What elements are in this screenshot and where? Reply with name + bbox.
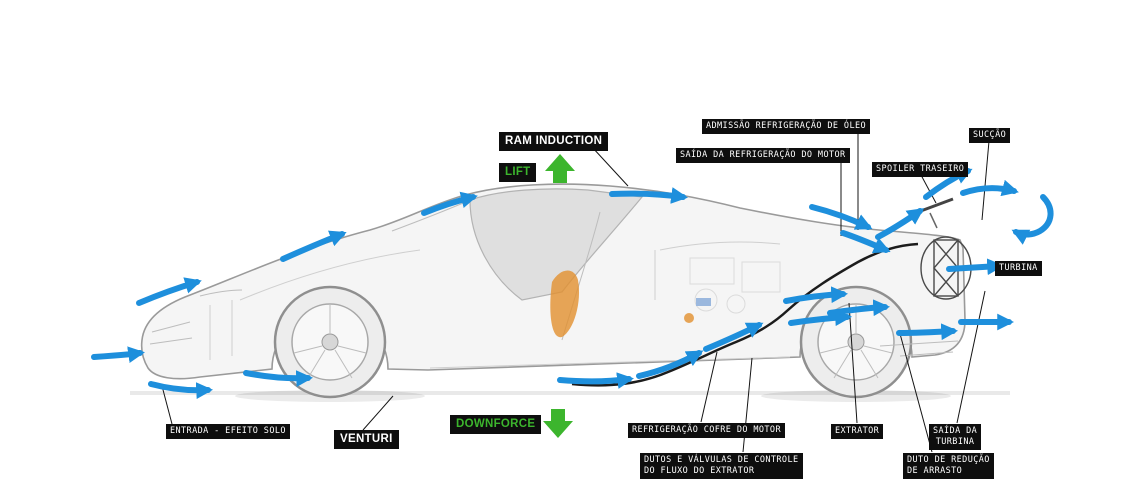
flow-arrow <box>946 258 1005 276</box>
flow-arrow <box>896 323 959 341</box>
flow-arrow <box>840 230 891 254</box>
label-turbina: TURBINA <box>995 261 1042 277</box>
rear-wheel <box>799 285 913 399</box>
downforce-arrow-icon <box>543 409 573 438</box>
label-succao: SUCÇÃO <box>969 128 1011 144</box>
leader-venturi <box>362 395 394 431</box>
leader-entrada <box>161 385 173 425</box>
rear-wheel-spokes <box>819 304 893 379</box>
flow-arrow <box>809 204 873 230</box>
leader-ram-induction <box>591 146 629 187</box>
flow-arrow <box>703 322 764 352</box>
seat-orange <box>550 270 580 338</box>
label-refrigeracao-cofre: REFRIGERAÇÃO COFRE DO MOTOR <box>628 423 785 439</box>
label-lift: LIFT <box>499 163 537 182</box>
pulley-sketch <box>694 288 718 312</box>
label-spoiler-traseiro: SPOILER TRASEIRO <box>872 162 969 178</box>
flow-arrow <box>91 346 145 363</box>
label-duto-reducao-arrasto: DUTO DE REDUÇÃO DE ARRASTO <box>903 453 994 480</box>
force-arrows <box>543 154 575 438</box>
engine-bay-lines <box>654 241 781 300</box>
label-extrator: EXTRATOR <box>831 424 884 440</box>
flow-arrow <box>788 309 853 327</box>
leader-duto-reducao <box>898 329 933 453</box>
pulley-sketch <box>726 294 746 314</box>
flow-arrow <box>243 370 314 387</box>
blue-engine-part <box>696 298 711 306</box>
label-entrada-efeito-solo: ENTRADA - EFEITO SOLO <box>166 424 290 440</box>
cockpit-details <box>550 270 694 338</box>
label-line: SAÍDA DA <box>933 426 978 436</box>
label-line: TURBINA <box>935 437 975 448</box>
label-line: DUTOS E VÁLVULAS DE CONTROLE <box>644 455 799 465</box>
label-venturi: VENTURI <box>334 430 399 449</box>
engine-details <box>689 257 781 314</box>
flow-arrow <box>148 381 214 400</box>
label-ram-induction: RAM INDUCTION <box>499 132 609 151</box>
label-saida-refrigeracao-motor: SAÍDA DA REFRIGERAÇÃO DO MOTOR <box>676 148 850 164</box>
orange-detail <box>684 313 694 323</box>
label-downforce: DOWNFORCE <box>450 415 542 434</box>
gearbox-sketch <box>741 261 781 293</box>
lift-arrow-icon <box>545 154 575 183</box>
headlight-line <box>199 289 243 297</box>
leader-refrigeracao <box>700 351 718 423</box>
nose-vent-lines <box>149 321 193 345</box>
label-line: DUTO DE REDUÇÃO <box>907 455 990 465</box>
engine-block-sketch <box>689 257 735 285</box>
label-line: DO FLUXO DO EXTRATOR <box>644 466 755 477</box>
label-saida-da-turbina: SAÍDA DA TURBINA <box>929 424 982 451</box>
label-line: DE ARRASTO <box>907 466 963 477</box>
leader-lines <box>161 132 994 453</box>
flow-arrow <box>636 350 704 379</box>
front-wheel-spokes <box>293 304 367 379</box>
label-admissao-refrigeracao-oleo: ADMISSÃO REFRIGERAÇÃO DE ÓLEO <box>702 119 871 135</box>
flow-arrow <box>609 187 688 204</box>
leader-spoiler <box>920 174 937 204</box>
flow-arrow <box>136 277 202 306</box>
diffuser-lines <box>879 340 959 357</box>
rocker-line <box>429 356 791 369</box>
flow-arrow <box>421 191 478 216</box>
flow-arrow <box>875 208 925 240</box>
front-wheel <box>273 285 387 399</box>
flow-arrow-vortex <box>1011 194 1054 245</box>
leader-succao <box>981 140 990 221</box>
leader-saida-turbina <box>956 290 986 424</box>
flow-arrow <box>783 286 849 304</box>
flow-arrow <box>827 299 891 317</box>
spoiler-strut <box>929 212 938 229</box>
label-dutos-valvulas: DUTOS E VÁLVULAS DE CONTROLE DO FLUXO DO… <box>640 453 803 480</box>
chassis-sketch-lines <box>209 249 421 360</box>
flow-arrow <box>960 179 1019 197</box>
flow-arrow <box>557 372 634 389</box>
flow-arrow <box>280 230 347 262</box>
